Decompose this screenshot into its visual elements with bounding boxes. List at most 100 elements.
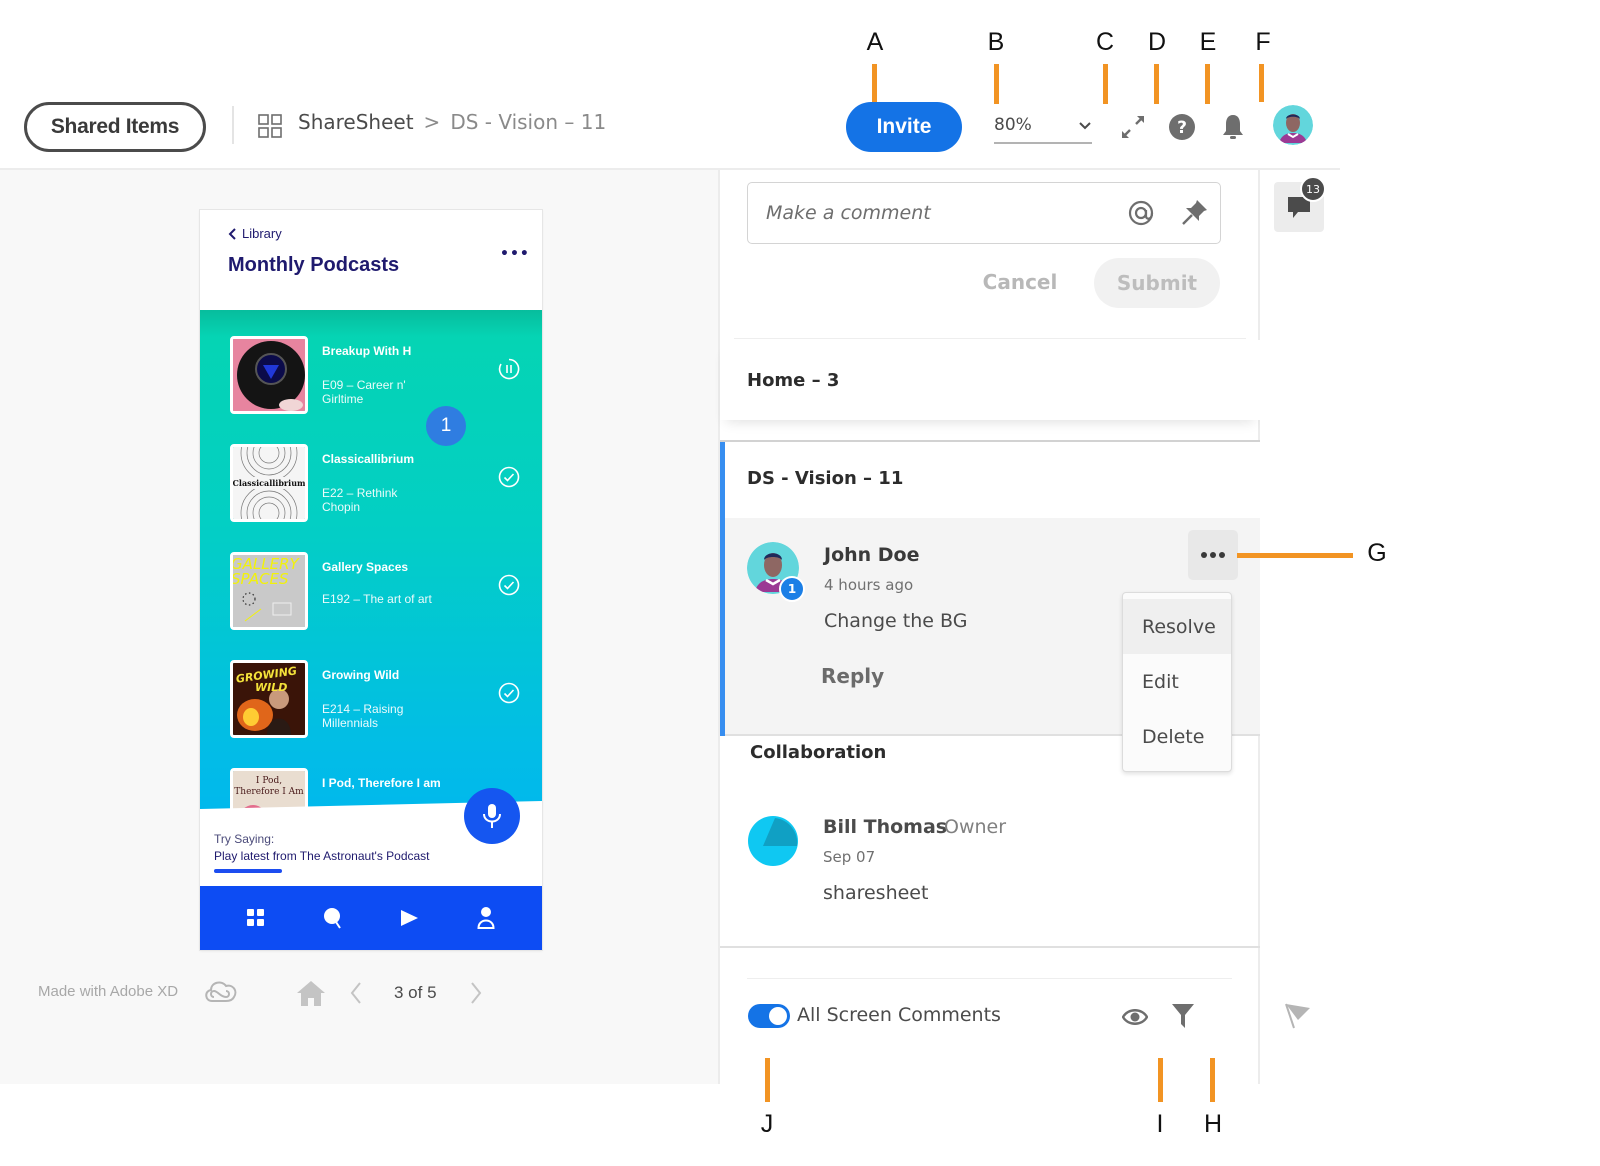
breadcrumb-root[interactable]: ShareSheet	[298, 110, 414, 134]
reply-button[interactable]: Reply	[821, 664, 885, 688]
podcast-subtitle: E09 – Career n' Girltime	[322, 378, 406, 406]
group-header[interactable]: DS - Vision – 11	[725, 442, 1260, 518]
nav-grid-button[interactable]	[244, 906, 268, 930]
callout-line-e	[1205, 64, 1210, 104]
comment-author: Bill Thomas	[823, 816, 948, 838]
back-link-label: Library	[242, 226, 282, 241]
next-page-icon[interactable]	[468, 981, 484, 1005]
podcast-item[interactable]: Classicallibrium Classicallibrium E22 – …	[230, 444, 530, 524]
zoom-level-select[interactable]: 80%	[994, 112, 1092, 144]
breadcrumb-separator: >	[423, 110, 441, 134]
toggle-label: All Screen Comments	[797, 1004, 1001, 1026]
home-icon[interactable]	[296, 979, 326, 1007]
search-icon	[323, 908, 341, 929]
svg-text:WILD: WILD	[255, 681, 287, 694]
all-screen-comments-toggle[interactable]	[748, 1004, 790, 1028]
cancel-button[interactable]: Cancel	[970, 260, 1070, 304]
submit-button[interactable]: Submit	[1094, 258, 1220, 308]
group-title: Home – 3	[747, 370, 840, 391]
podcast-list: Breakup With H E09 – Career n' Girltime	[200, 270, 542, 846]
comment-author-role: Owner	[944, 816, 1007, 838]
fullscreen-button[interactable]	[1118, 112, 1148, 142]
podcast-artwork: Classicallibrium	[230, 444, 308, 522]
comment-input[interactable]	[766, 202, 1106, 224]
check-circle-icon[interactable]	[498, 466, 520, 488]
podcast-subtitle: E192 – The art of art	[322, 592, 432, 606]
voice-suggestion: Try Saying: Play latest from The Astrona…	[214, 832, 430, 873]
callout-label-b: B	[987, 28, 1005, 56]
help-button[interactable]: ?	[1167, 112, 1197, 142]
menu-item-resolve[interactable]: Resolve	[1123, 599, 1231, 654]
podcast-subtitle: E22 – Rethink Chopin	[322, 486, 398, 514]
callout-label-h: H	[1203, 1110, 1223, 1138]
callout-label-j: J	[760, 1110, 774, 1138]
comment-input-box[interactable]	[747, 182, 1221, 244]
user-avatar[interactable]	[1273, 105, 1313, 145]
group-title: Collaboration	[750, 742, 887, 763]
divider	[734, 338, 1246, 339]
svg-text:GALLERY: GALLERY	[233, 555, 300, 573]
svg-text:I Pod,: I Pod,	[256, 776, 282, 786]
comment-more-button[interactable]	[1188, 530, 1238, 580]
callout-line-j	[765, 1058, 770, 1102]
grid-icon	[247, 909, 265, 926]
podcast-title: Growing Wild	[322, 668, 400, 682]
grid-icon[interactable]	[258, 114, 282, 138]
nav-profile-button[interactable]	[474, 906, 498, 930]
voice-suggestion-command: Play latest from The Astronaut's Podcast	[214, 849, 430, 863]
svg-text:?: ?	[1177, 118, 1187, 138]
page-indicator: 3 of 5	[394, 983, 437, 1002]
microphone-button[interactable]	[464, 788, 520, 844]
podcast-artwork: GALLERY SPACES	[230, 552, 308, 630]
flag-icon[interactable]	[1284, 1002, 1312, 1032]
comment-pin-marker[interactable]: 1	[426, 406, 466, 446]
podcast-item[interactable]: Breakup With H E09 – Career n' Girltime	[230, 336, 530, 416]
footer-wedge	[200, 801, 542, 855]
callout-label-a: A	[866, 28, 884, 56]
menu-item-edit[interactable]: Edit	[1142, 670, 1179, 693]
group-title: DS - Vision – 11	[747, 468, 904, 489]
callout-label-c: C	[1095, 28, 1115, 56]
chevron-left-icon	[228, 227, 236, 240]
divider	[747, 978, 1232, 979]
svg-text:Therefore I Am: Therefore I Am	[234, 787, 304, 797]
check-circle-icon[interactable]	[498, 682, 520, 704]
shared-items-button[interactable]: Shared Items	[24, 102, 206, 152]
right-rail: 13	[1260, 170, 1340, 1084]
previous-page-icon[interactable]	[348, 981, 364, 1005]
callout-line-h	[1210, 1058, 1215, 1102]
callout-label-e: E	[1199, 28, 1217, 56]
nav-play-button[interactable]	[397, 906, 421, 930]
invite-button[interactable]: Invite	[846, 102, 962, 152]
podcast-title: I Pod, Therefore I am	[322, 776, 441, 790]
callout-line-c	[1103, 64, 1108, 104]
podcast-item[interactable]: GROWING WILD Growing Wild E214 – Raising…	[230, 660, 530, 740]
voice-suggestion-label: Try Saying:	[214, 832, 275, 846]
pin-icon[interactable]	[1180, 197, 1210, 227]
podcast-item[interactable]: GALLERY SPACES Gallery Spaces E192 – The…	[230, 552, 530, 632]
more-icon	[1201, 552, 1225, 558]
breadcrumb: ShareSheet > DS - Vision – 11	[298, 110, 606, 134]
comment-count-badge: 13	[1300, 176, 1326, 202]
notifications-button[interactable]	[1218, 112, 1248, 142]
comment-actions-menu: Resolve Edit Delete	[1122, 592, 1232, 772]
mention-icon[interactable]	[1126, 198, 1156, 228]
active-group-indicator	[720, 442, 725, 736]
chevron-down-icon	[1079, 122, 1091, 130]
screen-bottom-nav	[200, 886, 542, 950]
filter-icon[interactable]	[1171, 1002, 1195, 1030]
comment-group-home[interactable]: Home – 3	[720, 340, 1260, 420]
menu-item-delete[interactable]: Delete	[1142, 725, 1205, 748]
help-icon: ?	[1169, 114, 1195, 140]
playing-icon[interactable]	[498, 358, 520, 380]
comment-timestamp: Sep 07	[823, 848, 876, 866]
bell-icon	[1223, 115, 1243, 139]
back-link[interactable]: Library	[228, 226, 282, 241]
nav-search-button[interactable]	[321, 906, 345, 930]
toggle-knob	[769, 1007, 787, 1025]
user-avatar-icon	[1273, 105, 1313, 145]
screen-more-button[interactable]: •••	[500, 246, 530, 262]
check-circle-icon[interactable]	[498, 574, 520, 596]
prototype-screen[interactable]: Library Monthly Podcasts ••• Breakup Wit…	[200, 210, 542, 950]
eye-icon[interactable]	[1122, 1006, 1148, 1028]
